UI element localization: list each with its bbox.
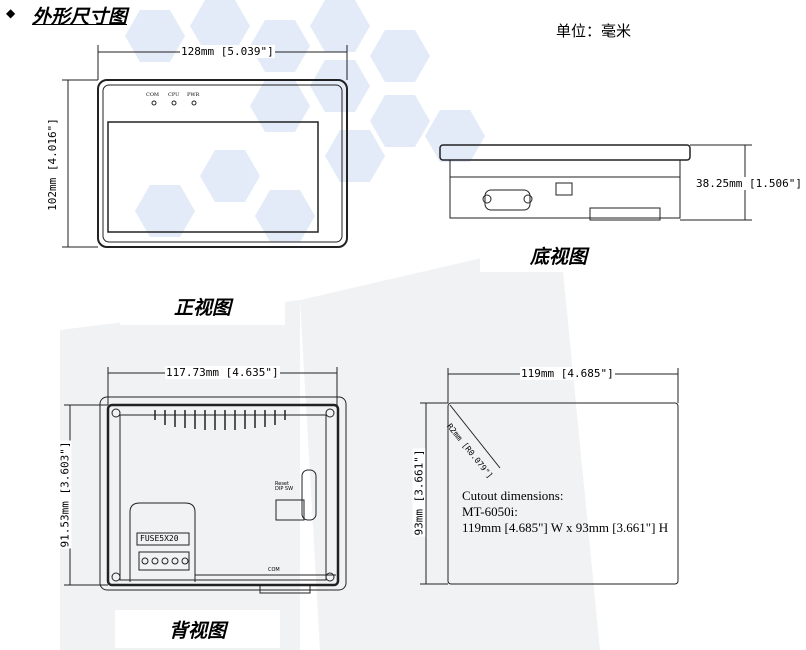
cutout-note-line: 119mm [4.685"] W x 93mm [3.661"] H — [462, 520, 669, 535]
cutout-note: Cutout dimensions: MT-6050i: 119mm [4.68… — [462, 488, 668, 536]
cutout-note-line: MT-6050i: — [462, 504, 518, 519]
led-com-label: COM — [146, 92, 160, 98]
back-view-label: 背视图 — [115, 610, 280, 648]
bullet-icon: ◆ — [6, 6, 16, 20]
background-hexagons — [125, 0, 485, 242]
led-cpu-label: CPU — [168, 92, 180, 98]
bottom-depth-dim: 38.25mm [1.506"] — [695, 177, 803, 190]
unit-label: 单位：毫米 — [556, 22, 632, 40]
section-title: 外形尺寸图 — [32, 6, 128, 28]
cutout-width-dim: 119mm [4.685"] — [520, 367, 615, 380]
bottom-view-drawing — [439, 144, 752, 221]
fuse-label: FUSE5X20 — [140, 534, 179, 543]
front-view-label: 正视图 — [120, 287, 285, 325]
front-view-drawing — [62, 45, 348, 248]
back-width-dim: 117.73mm [4.635"] — [165, 366, 280, 379]
led-pwr-label: PWR — [187, 92, 200, 98]
back-height-dim: 91.53mm [3.603"] — [58, 440, 72, 549]
com-port-label: COM — [268, 567, 280, 573]
bottom-view-label: 底视图 — [480, 238, 637, 272]
cutout-height-dim: 93mm [3.661"] — [412, 448, 426, 537]
back-view-drawing — [64, 367, 347, 594]
reset-dipsw-label: Reset DIP SW — [275, 481, 294, 492]
front-width-dim: 128mm [5.039"] — [180, 45, 275, 58]
cutout-note-line: Cutout dimensions: — [462, 488, 564, 503]
front-height-dim: 102mm [4.016"] — [45, 117, 59, 212]
